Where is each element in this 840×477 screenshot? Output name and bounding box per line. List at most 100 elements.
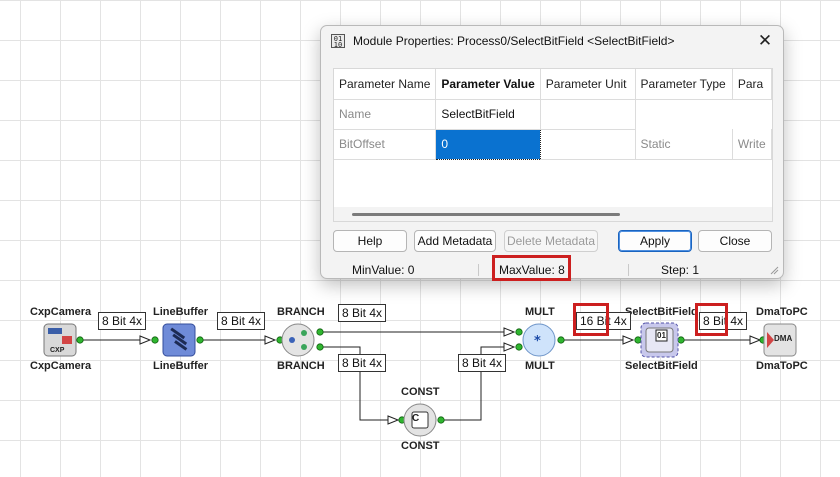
link-line-branch-const[interactable] <box>320 346 398 421</box>
module-label-branch-top: BRANCH <box>277 306 325 318</box>
help-button[interactable]: Help <box>333 230 407 252</box>
parameter-grid[interactable]: Parameter Name Parameter Value Parameter… <box>333 68 773 222</box>
cell-unit <box>540 129 636 160</box>
module-label-linebuffer-top: LineBuffer <box>153 306 208 318</box>
arrow-head-icon <box>503 342 516 352</box>
cell-access: Write <box>732 129 772 160</box>
module-label-cxp-bottom: CxpCamera <box>30 360 92 372</box>
link-label-branch-mult[interactable]: 8 Bit 4x <box>338 304 387 322</box>
port-input[interactable] <box>151 336 159 344</box>
close-icon[interactable]: ✕ <box>757 31 773 50</box>
link-label-selectbitfield-dma[interactable]: 8 Bit 4x <box>699 312 748 330</box>
cell-unit <box>540 99 636 130</box>
module-label-const-bottom: CONST <box>401 440 440 452</box>
ports <box>76 328 767 424</box>
highlight-box <box>695 303 728 336</box>
module-label-dmatopc-bottom: DmaToPC <box>756 360 808 372</box>
port-output[interactable] <box>316 328 324 336</box>
select-bitfield-icon-text: 01 <box>657 331 666 340</box>
dma-icon <box>763 323 797 357</box>
col-header-parameter-access[interactable]: Para <box>732 69 772 100</box>
port-output[interactable] <box>316 343 324 351</box>
col-header-parameter-unit[interactable]: Parameter Unit <box>540 69 636 100</box>
module-label-linebuffer-bottom: LineBuffer <box>153 360 208 372</box>
selectbitfield-module[interactable] <box>640 322 679 358</box>
connection-lines <box>80 327 762 425</box>
port-output[interactable] <box>557 336 565 344</box>
dialog-title: Module Properties: Process0/SelectBitFie… <box>353 34 675 48</box>
close-button[interactable]: Close <box>698 230 772 252</box>
cell-name: Name <box>334 99 437 130</box>
cell-name: BitOffset <box>334 129 437 160</box>
branch-module[interactable] <box>281 323 315 357</box>
svg-text:*: * <box>534 334 541 349</box>
status-bar: MinValue: 0 MaxValue: 8 Step: 1 <box>321 260 783 278</box>
max-value-text: MaxValue: 8 <box>499 263 565 277</box>
cxp-icon-text: CXP <box>50 347 65 354</box>
module-label-selectbitfield-top: SelectBitField <box>625 306 698 318</box>
col-header-parameter-value[interactable]: Parameter Value <box>435 69 541 100</box>
link-label-linebuffer-branch[interactable]: 8 Bit 4x <box>217 312 266 330</box>
highlight-box <box>573 303 609 336</box>
const-icon-text: C <box>412 413 420 424</box>
port-output[interactable] <box>677 336 685 344</box>
mult-icon <box>522 323 556 357</box>
port-output[interactable] <box>437 416 445 424</box>
module-label-mult-top: MULT <box>525 306 555 318</box>
link-label-mult-selectbitfield[interactable]: 16 Bit 4x <box>576 312 631 330</box>
arrow-head-icon <box>264 335 277 345</box>
horizontal-scrollbar[interactable] <box>334 207 772 221</box>
scrollbar-thumb[interactable] <box>352 213 620 216</box>
branch-icon <box>281 323 315 357</box>
cell-value[interactable]: SelectBitField <box>435 99 541 130</box>
dma-icon-text: DMA <box>774 334 793 343</box>
module-label-cxp-top: CxpCamera <box>30 306 92 318</box>
table-row[interactable]: BitOffset 0 Static Write <box>334 128 772 160</box>
step-text: Step: 1 <box>661 263 700 277</box>
delete-metadata-button[interactable]: Delete Metadata <box>504 230 598 252</box>
port-input[interactable] <box>515 343 523 351</box>
module-label-const-top: CONST <box>401 386 440 398</box>
module-label-dmatopc-top: DmaToPC <box>756 306 808 318</box>
status-separator <box>628 264 629 276</box>
col-header-parameter-type[interactable]: Parameter Type <box>635 69 733 100</box>
arrow-head-icon <box>387 415 400 425</box>
min-value-text: MinValue: 0 <box>352 263 415 277</box>
cxp-camera-module[interactable]: CXP <box>43 323 77 357</box>
col-header-parameter-name[interactable]: Parameter Name <box>334 69 437 100</box>
port-output[interactable] <box>76 336 84 344</box>
module-label-branch-bottom: BRANCH <box>277 360 325 372</box>
apply-button[interactable]: Apply <box>618 230 692 252</box>
link-line-const-mult[interactable] <box>441 346 514 421</box>
cell-value-selected[interactable]: 0 <box>435 128 541 160</box>
port-input[interactable] <box>634 336 642 344</box>
status-separator <box>478 264 479 276</box>
arrow-head-icon <box>503 327 516 337</box>
dmatopc-module[interactable] <box>763 323 797 357</box>
module-label-mult-bottom: MULT <box>525 360 555 372</box>
arrow-head-icon <box>622 335 635 345</box>
link-label-const-mult[interactable]: 8 Bit 4x <box>458 354 507 372</box>
grid-header-row: Parameter Name Parameter Value Parameter… <box>334 69 772 100</box>
arrow-head-icon <box>139 335 152 345</box>
add-metadata-button[interactable]: Add Metadata <box>414 230 496 252</box>
linebuffer-module[interactable] <box>162 323 196 357</box>
cell-access <box>732 99 771 129</box>
port-input[interactable] <box>515 328 523 336</box>
link-label-branch-const[interactable]: 8 Bit 4x <box>338 354 387 372</box>
cell-type <box>635 99 732 129</box>
mult-module[interactable]: * <box>522 323 556 357</box>
resize-grip-icon[interactable] <box>769 265 779 275</box>
highlight-box-max-value <box>492 255 571 281</box>
port-output[interactable] <box>196 336 204 344</box>
arrow-head-icon <box>749 335 762 345</box>
table-row[interactable]: Name SelectBitField <box>334 99 772 130</box>
module-label-selectbitfield-bottom: SelectBitField <box>625 360 698 372</box>
const-module[interactable] <box>403 403 437 437</box>
link-label-cxp-linebuffer[interactable]: 8 Bit 4x <box>98 312 147 330</box>
cell-type: Static <box>635 129 733 160</box>
